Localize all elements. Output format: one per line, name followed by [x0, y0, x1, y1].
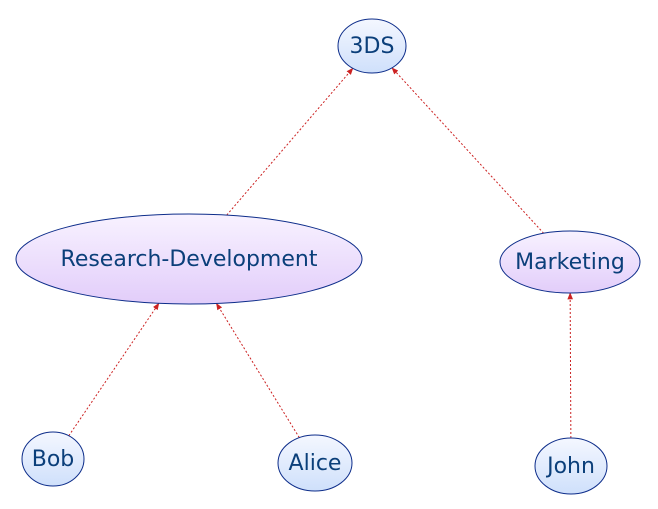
node-marketing-shape — [499, 230, 641, 294]
node-research-development-shape — [15, 213, 363, 305]
node-marketing-label: Marketing — [515, 250, 625, 275]
edge-john-to-marketing — [567, 292, 573, 439]
node-bob-shape — [21, 431, 85, 487]
node-bob[interactable]: Bob — [21, 431, 85, 487]
edge-marketing-to-3ds — [391, 67, 545, 234]
node-3ds[interactable]: 3DS — [337, 18, 407, 74]
edge-alice-to-research-development — [216, 302, 300, 438]
node-john[interactable]: John — [534, 437, 608, 495]
node-alice-label: Alice — [289, 451, 342, 476]
edges-layer — [68, 67, 573, 439]
node-marketing[interactable]: Marketing — [499, 230, 641, 294]
node-3ds-shape — [337, 18, 407, 74]
node-john-shape — [534, 437, 608, 495]
node-alice[interactable]: Alice — [277, 434, 353, 492]
node-bob-label: Bob — [32, 447, 75, 472]
edge-research-development-to-3ds — [226, 67, 354, 216]
node-john-label: John — [545, 454, 595, 479]
node-alice-shape — [277, 434, 353, 492]
node-3ds-label: 3DS — [350, 34, 395, 59]
edge-bob-to-research-development — [68, 302, 160, 437]
node-research-development[interactable]: Research-Development — [15, 213, 363, 305]
node-research-development-label: Research-Development — [61, 247, 318, 272]
